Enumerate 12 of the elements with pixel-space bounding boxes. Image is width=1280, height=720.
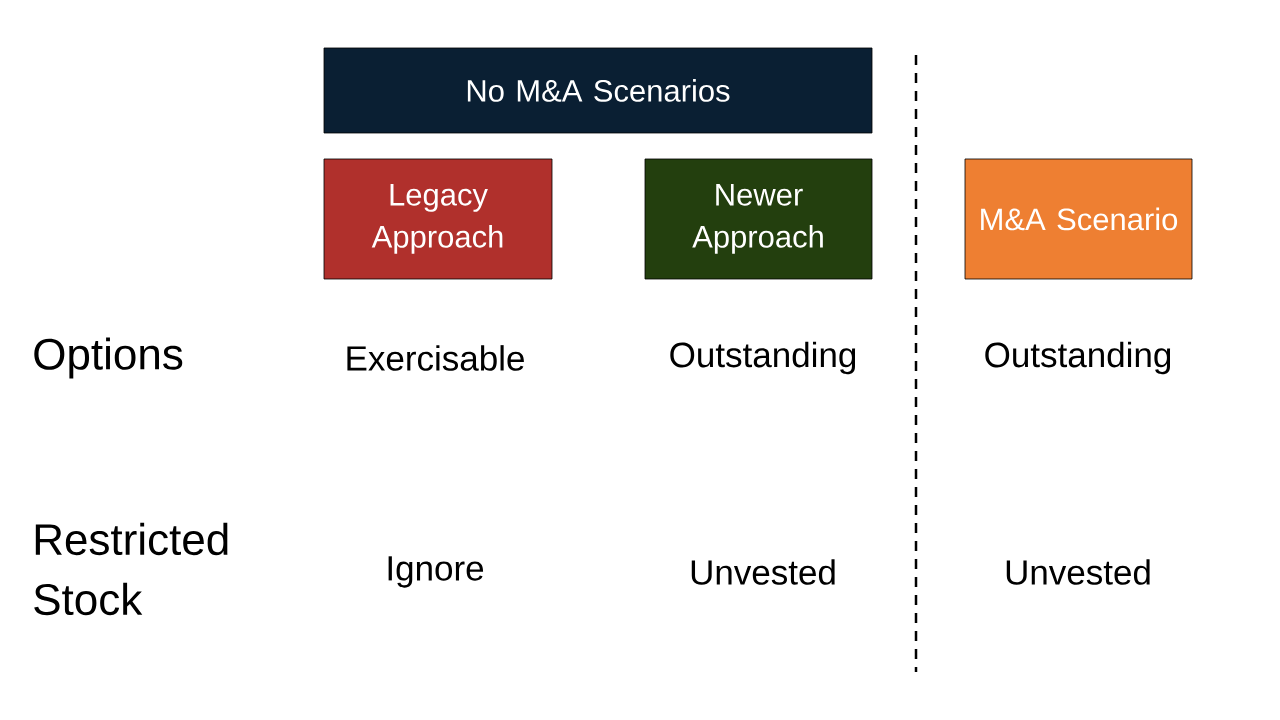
cell-text: Ignore bbox=[388, 556, 484, 588]
cell-text: Outstanding bbox=[670, 341, 856, 375]
column-header-box: M&A Scenario bbox=[964, 158, 1193, 280]
cell-text: Exercisable bbox=[347, 345, 524, 371]
header-box: No M&A Scenarios bbox=[323, 47, 873, 134]
cell-text: Outstanding bbox=[985, 341, 1171, 375]
row-heading: Restricted Stock bbox=[34, 522, 228, 616]
row-heading: Options bbox=[34, 337, 183, 379]
column-header-box: Legacy Approach bbox=[323, 158, 553, 280]
cell-text: Unvested bbox=[1006, 559, 1150, 585]
column-header-box: Newer Approach bbox=[644, 158, 873, 280]
cell-text: Unvested bbox=[691, 559, 835, 585]
